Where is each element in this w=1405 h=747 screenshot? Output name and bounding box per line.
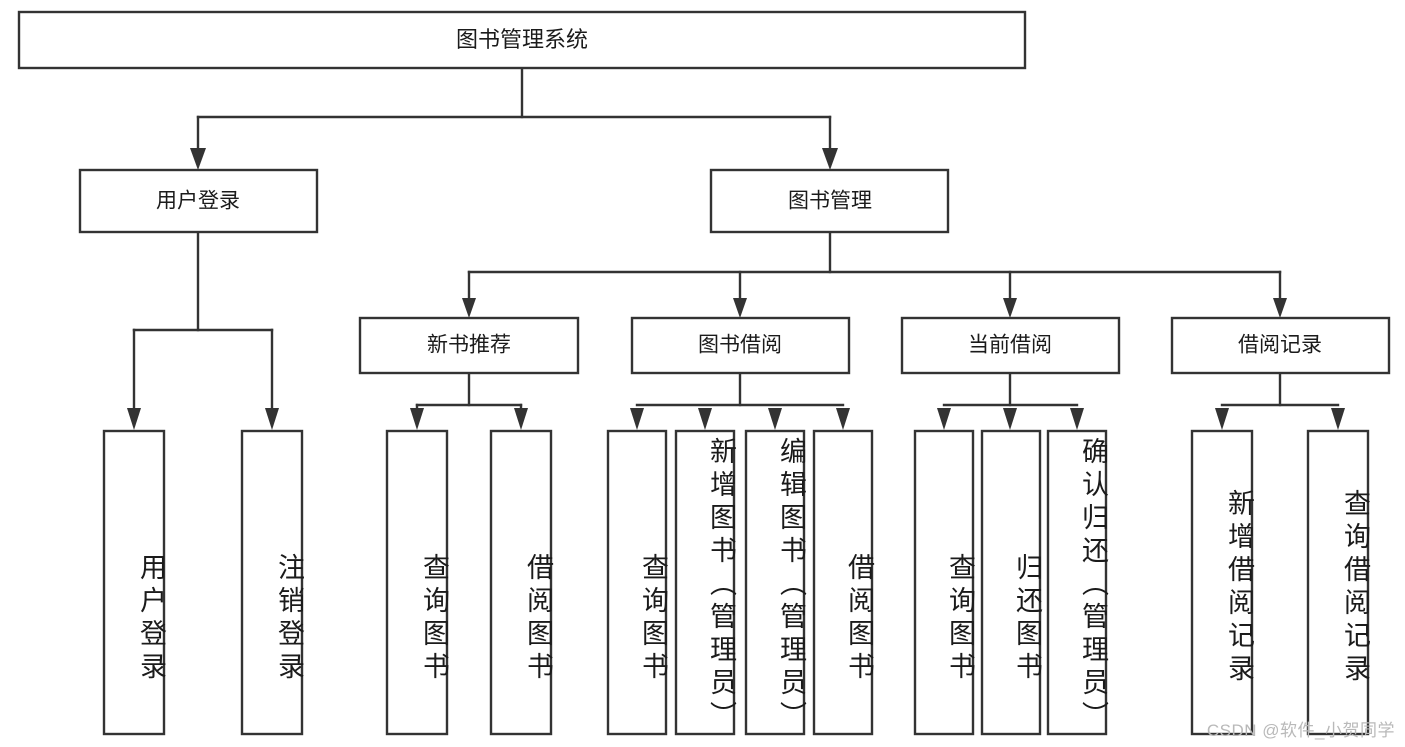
node-rect-root: [17, 10, 1027, 70]
connector-group-current-borrow: [937, 371, 1084, 430]
node-rect-book-borrow: [630, 316, 851, 375]
arrow-head-leaf-user-login: [127, 408, 141, 430]
node-label-borrow-record: 借阅记录: [1238, 334, 1322, 357]
node-label-book-management: 图书管理: [788, 190, 872, 213]
node-book-management[interactable]: 图书管理: [709, 168, 950, 234]
arrow-head-leaf-query-book-2: [630, 408, 644, 430]
arrow-head-leaf-borrow-book-1: [514, 408, 528, 430]
node-rect-leaf-add-book[interactable]: [674, 429, 736, 736]
arrow-head-leaf-query-record: [1331, 408, 1345, 430]
node-rect-leaf-query-book-2[interactable]: [606, 429, 668, 736]
arrow-head-book-management: [822, 148, 838, 170]
arrow-head-leaf-logout: [265, 408, 279, 430]
node-rect-leaf-borrow-book-1[interactable]: [489, 429, 553, 736]
node-rect-leaf-query-book-3[interactable]: [913, 429, 975, 736]
node-label-book-borrow: 图书借阅: [698, 334, 782, 357]
arrow-head-borrow-record: [1273, 298, 1287, 318]
node-label-root: 图书管理系统: [456, 27, 588, 52]
arrow-head-leaf-query-book-3: [937, 408, 951, 430]
node-rect-leaf-user-login[interactable]: [102, 429, 166, 736]
arrow-head-leaf-add-book: [698, 408, 712, 430]
connector-group-book-management: [462, 230, 1287, 318]
node-rect-leaf-confirm-return[interactable]: [1046, 429, 1108, 736]
node-current-borrow[interactable]: 当前借阅: [900, 316, 1121, 375]
node-new-book-recommend[interactable]: 新书推荐: [358, 316, 580, 375]
node-rect-leaf-query-book-1[interactable]: [385, 429, 449, 736]
node-rect-book-management: [709, 168, 950, 234]
connector-group-new-book-recommend: [410, 371, 528, 430]
connector-group-book-borrow: [630, 371, 850, 430]
node-rect-leaf-borrow-book-2[interactable]: [812, 429, 874, 736]
arrow-head-leaf-edit-book: [768, 408, 782, 430]
node-label-new-book-recommend: 新书推荐: [427, 334, 511, 357]
arrow-head-user-login: [190, 148, 206, 170]
arrow-head-leaf-confirm-return: [1070, 408, 1084, 430]
node-label-current-borrow: 当前借阅: [968, 334, 1052, 357]
node-rect-leaf-return-book[interactable]: [980, 429, 1042, 736]
node-rect-leaf-edit-book[interactable]: [744, 429, 806, 736]
node-rect-leaf-add-record[interactable]: [1190, 429, 1254, 736]
connector-group-root: [190, 66, 838, 170]
node-borrow-record[interactable]: 借阅记录: [1170, 316, 1391, 375]
arrow-head-new-book-recommend: [462, 298, 476, 318]
node-label-user-login: 用户登录: [156, 190, 240, 213]
arrow-head-leaf-borrow-book-2: [836, 408, 850, 430]
arrow-head-current-borrow: [1003, 298, 1017, 318]
node-rect-leaf-logout[interactable]: [240, 429, 304, 736]
node-rect-user-login: [78, 168, 319, 234]
node-rect-new-book-recommend: [358, 316, 580, 375]
node-user-login[interactable]: 用户登录: [78, 168, 319, 234]
node-rect-borrow-record: [1170, 316, 1391, 375]
arrow-head-leaf-query-book-1: [410, 408, 424, 430]
node-rect-leaf-query-record[interactable]: [1306, 429, 1370, 736]
arrow-head-leaf-add-record: [1215, 408, 1229, 430]
node-rect-current-borrow: [900, 316, 1121, 375]
csdn-watermark: CSDN @软件_小贺同学: [1206, 721, 1395, 740]
arrow-head-book-borrow: [733, 298, 747, 318]
node-book-borrow[interactable]: 图书借阅: [630, 316, 851, 375]
node-book-management-system[interactable]: 图书管理系统: [17, 10, 1027, 70]
connector-group-user-login: [127, 230, 279, 430]
arrow-head-leaf-return-book: [1003, 408, 1017, 430]
connector-group-borrow-record: [1215, 371, 1345, 430]
